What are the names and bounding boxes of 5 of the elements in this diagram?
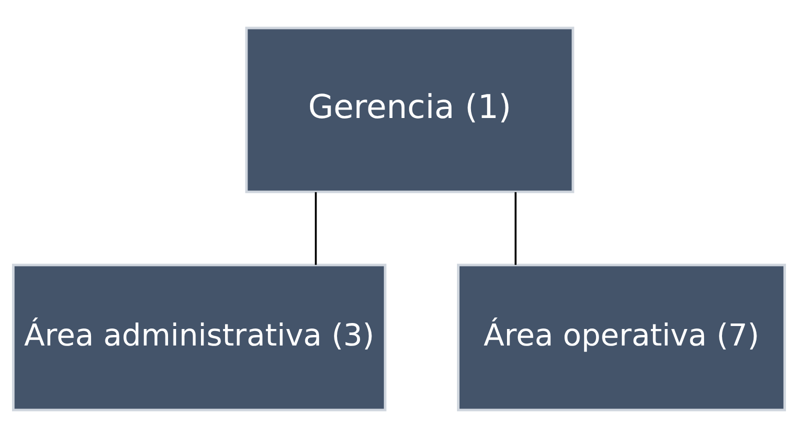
- connector: [514, 192, 517, 264]
- node-box: Área operativa (7): [456, 263, 786, 411]
- connector: [314, 192, 317, 264]
- node-box: Gerencia (1): [245, 26, 574, 193]
- node-box: Área administrativa (3): [12, 263, 386, 411]
